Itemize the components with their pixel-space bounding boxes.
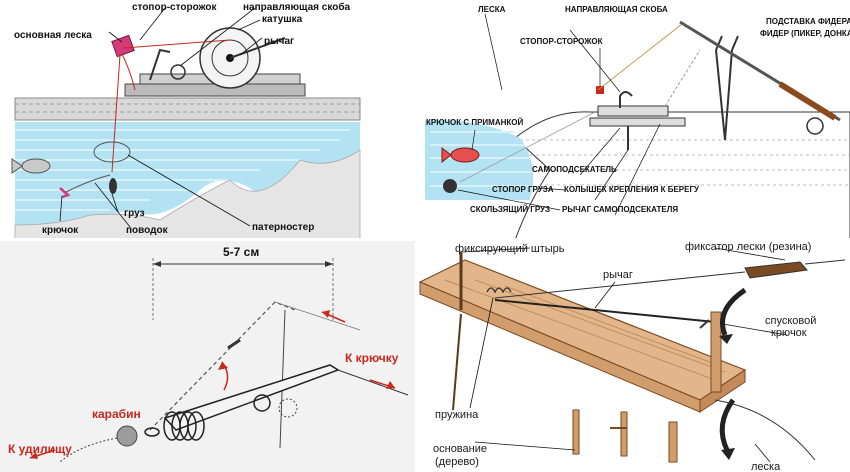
- ball-weight: [116, 425, 138, 447]
- fish: [21, 158, 51, 174]
- label-leash: поводок: [126, 225, 169, 236]
- panel-bottom-right: фиксирующий штырь фиксатор лески (резина…: [415, 240, 850, 472]
- label-reel: катушка: [262, 14, 303, 25]
- main-line: [111, 54, 121, 173]
- label-line-clamp: фиксатор лески (резина): [685, 241, 811, 253]
- spring: [486, 287, 512, 294]
- sliding-weight: [443, 179, 457, 193]
- label-fixing-pin: фиксирующий штырь: [455, 243, 565, 255]
- label-shore-peg: КОЛЫШЕК КРЕПЛЕНИЯ К БЕРЕГУ: [564, 185, 700, 194]
- label-lever: рычаг: [264, 36, 294, 47]
- label-hook-bait: КРЮЧОК С ПРИМАНКОЙ: [426, 118, 523, 127]
- label-stopper: СТОПОР-СТОРОЖОК: [520, 37, 603, 46]
- weight: [109, 178, 117, 194]
- label-hook: крючок: [42, 225, 79, 236]
- base-board: [418, 259, 747, 401]
- top-right-diagram: ЛЕСКА НАПРАВЛЯЮЩАЯ СКОБА ПОДСТАВКА ФИДЕР…: [425, 5, 850, 240]
- label-weight: груз: [124, 208, 145, 219]
- bottom-left-diagram: 5-7 см карабин К крючку К удилищу: [8, 245, 409, 463]
- label-stopper: стопор-сторожок: [132, 2, 217, 13]
- top-left-diagram: стопор-сторожок направляющая скоба основ…: [11, 1, 361, 240]
- label-sliding-weight: СКОЛЬЗЯЩИЙ ГРУЗ: [470, 205, 550, 214]
- feeder-stand: [715, 49, 733, 141]
- label-line: ЛЕСКА: [478, 5, 506, 14]
- stopper: [596, 86, 604, 94]
- trigger-hook: [699, 319, 710, 329]
- panel-top-right: ЛЕСКА НАПРАВЛЯЮЩАЯ СКОБА ПОДСТАВКА ФИДЕР…: [420, 0, 850, 240]
- hook: [59, 187, 71, 199]
- label-guide-bracket: НАПРАВЛЯЮЩАЯ СКОБА: [565, 5, 668, 14]
- label-to-rod: К удилищу: [8, 442, 72, 456]
- label-paternoster: патерностер: [252, 222, 314, 233]
- guide-bracket: [619, 91, 633, 108]
- label-self-hooker: САМОПОДСЕКАТЕЛЬ: [532, 165, 617, 174]
- panel-bottom-left: 5-7 см карабин К крючку К удилищу: [0, 240, 415, 472]
- label-main-line: основная леска: [14, 30, 92, 41]
- lever: [494, 299, 716, 323]
- bank-platform: [14, 97, 361, 121]
- label-trigger-hook-1: спусковой: [765, 315, 816, 327]
- divider-horizontal: [0, 238, 850, 241]
- bottom-right-diagram: фиксирующий штырь фиксатор лески (резина…: [418, 241, 846, 472]
- label-carabiner: карабин: [92, 407, 141, 421]
- label-trigger-hook-2: крючок: [771, 327, 807, 339]
- label-spring: пружина: [435, 409, 479, 421]
- label-distance: 5-7 см: [223, 245, 259, 259]
- fish: [450, 147, 480, 163]
- line-clamp: [744, 261, 808, 279]
- label-guide-bracket: направляющая скоба: [243, 1, 351, 13]
- label-to-hook: К крючку: [345, 351, 399, 365]
- guide-bracket: [170, 64, 186, 80]
- lever: [163, 364, 340, 431]
- label-weight-stopper: СТОПОР ГРУЗА: [492, 185, 554, 194]
- lever: [229, 37, 286, 59]
- label-feeder-rod: ФИДЕР (ПИКЕР, ДОНКА): [760, 29, 850, 38]
- fishing-line: [714, 399, 816, 461]
- divider-vertical-top: [416, 0, 419, 240]
- label-base-1: основание: [433, 443, 487, 455]
- device-base: [124, 83, 306, 97]
- stopper: [111, 34, 135, 58]
- carabiner: [144, 427, 160, 437]
- trigger-post: [710, 311, 722, 393]
- label-feeder-stand: ПОДСТАВКА ФИДЕРА: [766, 17, 850, 26]
- label-base-2: (дерево): [435, 456, 479, 468]
- panel-top-left: стопор-сторожок направляющая скоба основ…: [0, 0, 415, 240]
- label-line: леска: [751, 461, 781, 472]
- label-lever: РЫЧАГ САМОПОДСЕКАТЕЛЯ: [562, 205, 678, 214]
- label-lever: рычаг: [603, 269, 633, 281]
- shore: [514, 111, 850, 240]
- self-hooker: [597, 105, 669, 117]
